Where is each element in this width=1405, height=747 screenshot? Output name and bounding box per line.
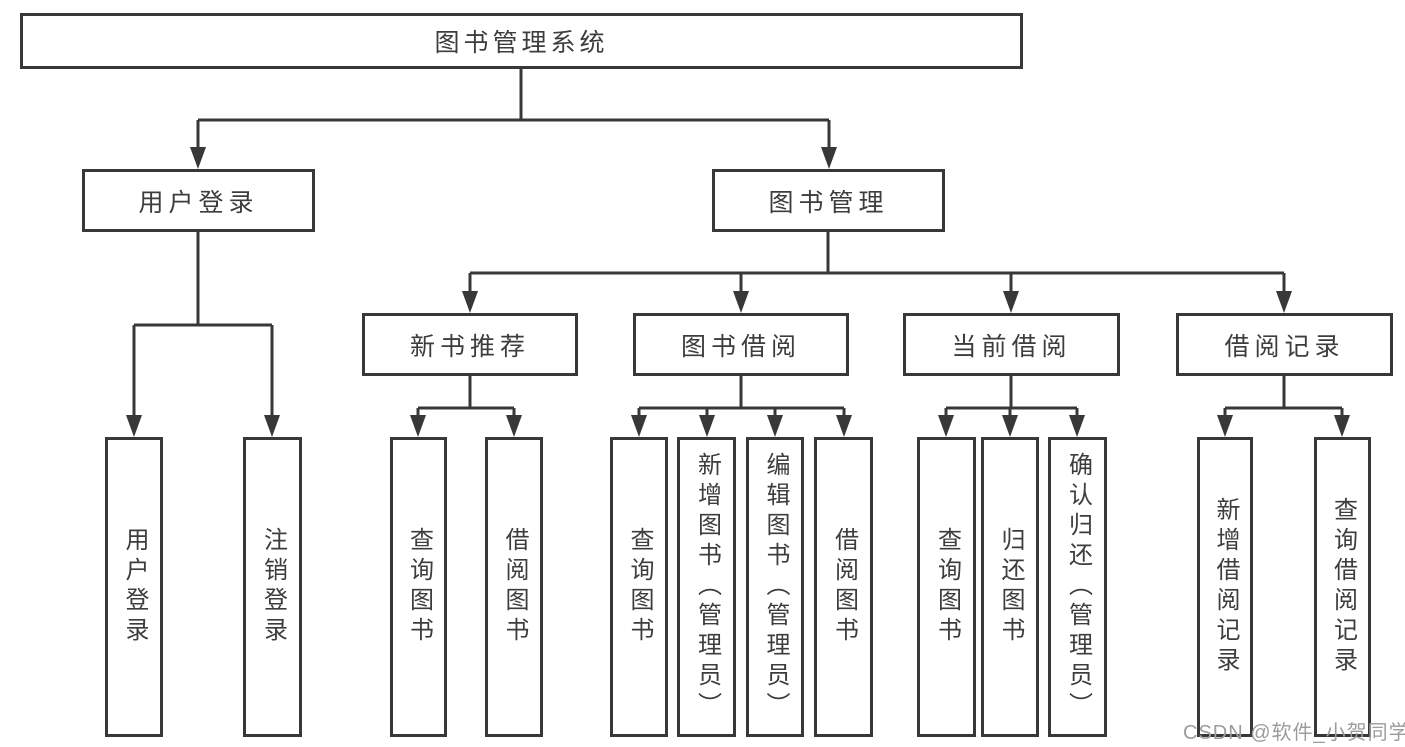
leaf-add-borrow-record: 新增借阅记录	[1197, 437, 1253, 737]
leaf-confirm-return-admin-label: 确认归还（管理员）	[1064, 452, 1092, 722]
node-library-system-label: 图书管理系统	[434, 29, 609, 57]
leaf-user-login: 用户登录	[105, 437, 163, 737]
leaf-query-books-borrow-label: 查询图书	[626, 527, 653, 647]
leaf-edit-book-admin: 编辑图书（管理员）	[746, 437, 804, 737]
leaf-borrow-books: 借阅图书	[814, 437, 873, 737]
leaf-add-book-admin: 新增图书（管理员）	[677, 437, 736, 737]
node-book-borrow: 图书借阅	[633, 313, 849, 376]
node-user-login: 用户登录	[82, 169, 315, 232]
leaf-query-books-current: 查询图书	[917, 437, 976, 737]
node-book-management-label: 图书管理	[768, 188, 889, 217]
leaf-return-book-label: 归还图书	[997, 527, 1024, 647]
leaf-borrow-books-recommend-label: 借阅图书	[501, 527, 528, 647]
leaf-query-borrow-record: 查询借阅记录	[1314, 437, 1371, 737]
leaf-query-books-recommend-label: 查询图书	[405, 527, 433, 647]
leaf-query-borrow-record-label: 查询借阅记录	[1329, 497, 1357, 677]
node-borrow-records-label: 借阅记录	[1224, 332, 1345, 361]
node-library-system: 图书管理系统	[20, 13, 1023, 69]
leaf-add-borrow-record-label: 新增借阅记录	[1212, 497, 1239, 677]
leaf-logout-label: 注销登录	[259, 527, 287, 647]
node-borrow-records: 借阅记录	[1176, 313, 1393, 376]
leaf-confirm-return-admin: 确认归还（管理员）	[1048, 437, 1107, 737]
leaf-borrow-books-recommend: 借阅图书	[485, 437, 543, 737]
leaf-logout: 注销登录	[243, 437, 302, 737]
leaf-user-login-label: 用户登录	[121, 527, 148, 647]
leaf-borrow-books-label: 借阅图书	[830, 527, 858, 647]
leaf-edit-book-admin-label: 编辑图书（管理员）	[762, 452, 789, 722]
leaf-query-books-recommend: 查询图书	[390, 437, 447, 737]
leaf-query-books-borrow: 查询图书	[610, 437, 668, 737]
leaf-query-books-current-label: 查询图书	[933, 527, 961, 647]
node-current-borrow: 当前借阅	[903, 313, 1120, 376]
node-new-book-recommend: 新书推荐	[362, 313, 578, 376]
node-book-management: 图书管理	[712, 169, 945, 232]
leaf-return-book: 归还图书	[981, 437, 1039, 737]
node-book-borrow-label: 图书借阅	[680, 332, 801, 361]
node-user-login-label: 用户登录	[138, 188, 259, 217]
watermark: CSDN @软件_小贺同学	[1183, 722, 1405, 744]
leaf-add-book-admin-label: 新增图书（管理员）	[693, 452, 721, 722]
node-new-book-recommend-label: 新书推荐	[409, 332, 530, 361]
node-current-borrow-label: 当前借阅	[951, 332, 1072, 361]
